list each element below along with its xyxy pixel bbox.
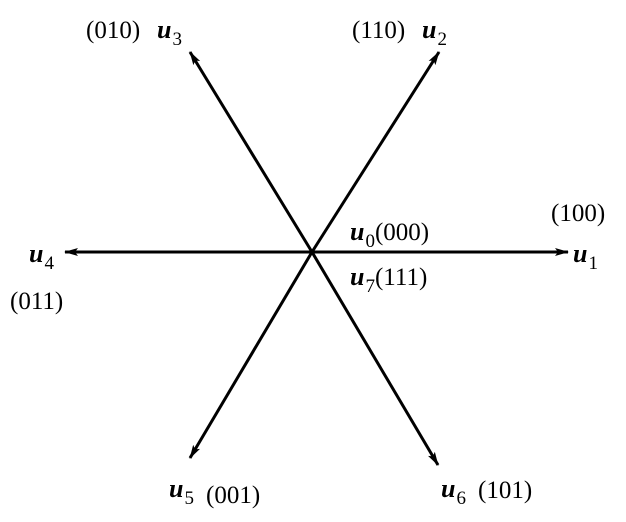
- vector-u4-code: (011): [10, 288, 63, 315]
- vector-u1-code: (100): [551, 200, 605, 227]
- vector-u5-label: u5: [169, 474, 194, 509]
- vector-u2-arrow: [310, 51, 441, 253]
- vector-u2-code: (110): [352, 17, 405, 44]
- vector-u5-arrow: [188, 251, 314, 459]
- vector-u3-label: u3: [157, 15, 182, 50]
- zero-vector-u0-label: u0(000): [350, 217, 429, 252]
- vector-u6-arrow: [310, 251, 440, 466]
- vector-u5-code: (001): [206, 482, 260, 509]
- vector-u1-label: u1: [573, 239, 598, 274]
- vector-u4-label: u4: [29, 239, 54, 274]
- vector-u2-label: u2: [422, 15, 447, 50]
- zero-vector-u7-label: u7(111): [350, 262, 427, 297]
- vector-u3-arrow: [188, 51, 314, 253]
- vector-u6-code: (101): [478, 477, 532, 504]
- vector-u3-code: (010): [86, 17, 140, 44]
- vector-u6-label: u6: [441, 474, 466, 509]
